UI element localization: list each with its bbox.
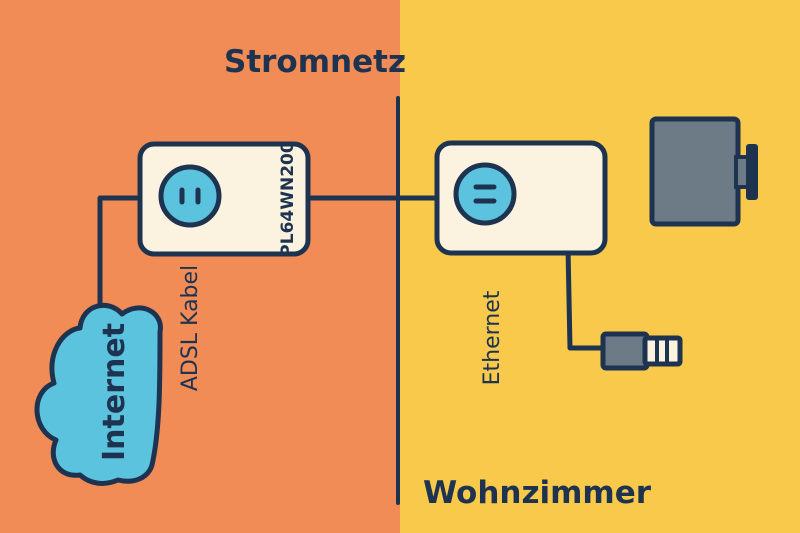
socket-icon	[453, 162, 517, 226]
adsl-cable-label: ADSL Kabel	[178, 265, 203, 391]
room-label: Wohnzimmer	[423, 475, 652, 511]
powerline-adapter-right	[434, 140, 608, 256]
ethernet-cable-line	[565, 247, 607, 351]
ethernet-plug-icon	[600, 331, 683, 371]
cloud-label: Internet	[97, 323, 132, 461]
right-zone-background	[400, 0, 800, 533]
diagram-title: Stromnetz	[224, 44, 406, 80]
powerline-adapter-left	[137, 141, 311, 257]
cloud-icon	[34, 302, 163, 486]
adapter-model-label: PL64WN200	[278, 141, 298, 257]
tv-icon	[649, 116, 758, 227]
socket-icon	[158, 164, 222, 228]
adsl-cable-line	[97, 195, 142, 305]
ethernet-cable-label: Ethernet	[480, 290, 505, 385]
